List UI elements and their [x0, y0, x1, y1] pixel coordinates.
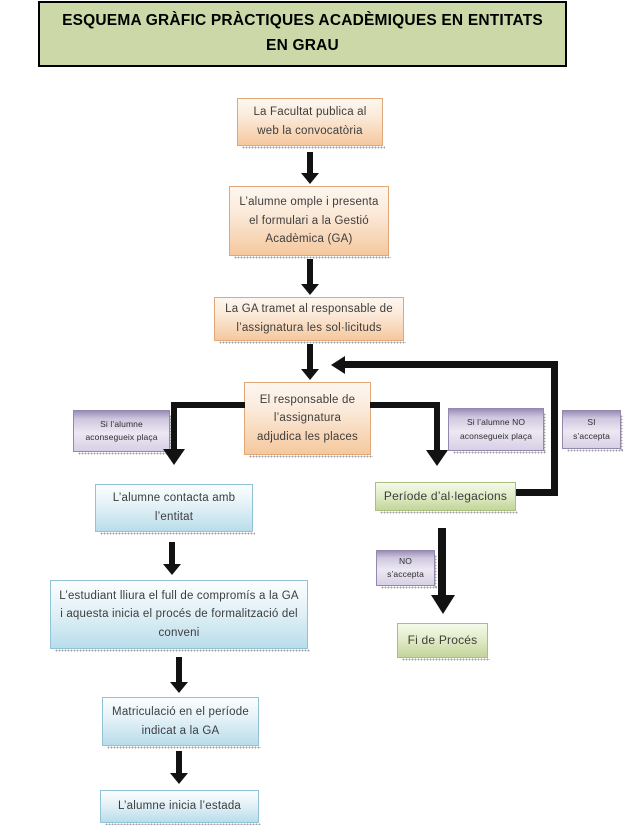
node-end-of-process: Fi de Procés — [397, 623, 490, 661]
arrow-shaft — [307, 344, 313, 369]
node-allegations-period: Període d’al·legacions — [375, 482, 518, 514]
connector-left-elbow-vertical — [171, 402, 177, 450]
node-ga-forwards-applications: La GA tramet al responsable de l’assigna… — [214, 297, 406, 344]
arrow-shaft — [307, 259, 313, 284]
connector-arrow-2 — [301, 259, 319, 295]
connector-right-elbow-horizontal — [370, 402, 438, 408]
node-enrollment-period: Matriculació en el període indicat a la … — [102, 697, 261, 749]
node-agreement-formalization: L’estudiant lliura el full de compromís … — [50, 580, 310, 652]
arrow-down-icon — [301, 369, 319, 380]
connector-left-elbow-horizontal — [172, 402, 245, 408]
arrow-down-icon — [426, 450, 448, 466]
label-condition-not-accepted: NO s’accepta — [376, 550, 437, 589]
arrow-shaft — [176, 657, 182, 682]
diagram-title-box: ESQUEMA GRÀFIC PRÀCTIQUES ACADÈMIQUES EN… — [38, 1, 567, 67]
node-student-contacts-entity: L’alumne contacta amb l’entitat — [95, 484, 255, 535]
connector-arrow-6 — [170, 751, 188, 784]
node-student-submits-form: L’alumne omple i presenta el formulari a… — [229, 186, 391, 259]
connector-feedback-vertical — [551, 361, 558, 496]
node-coordinator-assigns-places: El responsable de l’assignatura adjudica… — [244, 382, 373, 458]
connector-feedback-top — [344, 361, 558, 368]
arrow-shaft — [176, 751, 182, 773]
arrow-down-icon — [301, 173, 319, 184]
arrow-down-icon — [170, 682, 188, 693]
label-condition-gets-place: Si l’alumne aconsegueix plaça — [73, 410, 172, 455]
connector-arrow-3 — [301, 344, 319, 380]
label-condition-no-place: Si l’alumne NO aconsegueix plaça — [448, 408, 546, 454]
arrow-down-icon — [170, 773, 188, 784]
node-faculty-publishes: La Facultat publica al web la convocatòr… — [237, 98, 385, 149]
connector-end-vertical — [438, 528, 446, 596]
connector-right-elbow-vertical — [434, 402, 440, 450]
arrow-down-icon — [163, 449, 185, 465]
connector-arrow-5 — [170, 657, 188, 693]
connector-feedback-bottom — [516, 489, 558, 496]
arrow-left-icon — [331, 356, 345, 374]
node-student-starts-stay: L’alumne inicia l’estada — [100, 790, 261, 825]
connector-arrow-1 — [301, 152, 319, 184]
arrow-shaft — [307, 152, 313, 173]
diagram-title-line1: ESQUEMA GRÀFIC PRÀCTIQUES ACADÈMIQUES EN… — [62, 12, 543, 29]
arrow-down-icon — [431, 595, 455, 614]
diagram-title-line2: EN GRAU — [266, 37, 339, 54]
arrow-shaft — [169, 542, 175, 564]
arrow-down-icon — [163, 564, 181, 575]
connector-arrow-4 — [163, 542, 181, 575]
arrow-down-icon — [301, 284, 319, 295]
label-condition-accepted: SI s’accepta — [562, 410, 623, 452]
